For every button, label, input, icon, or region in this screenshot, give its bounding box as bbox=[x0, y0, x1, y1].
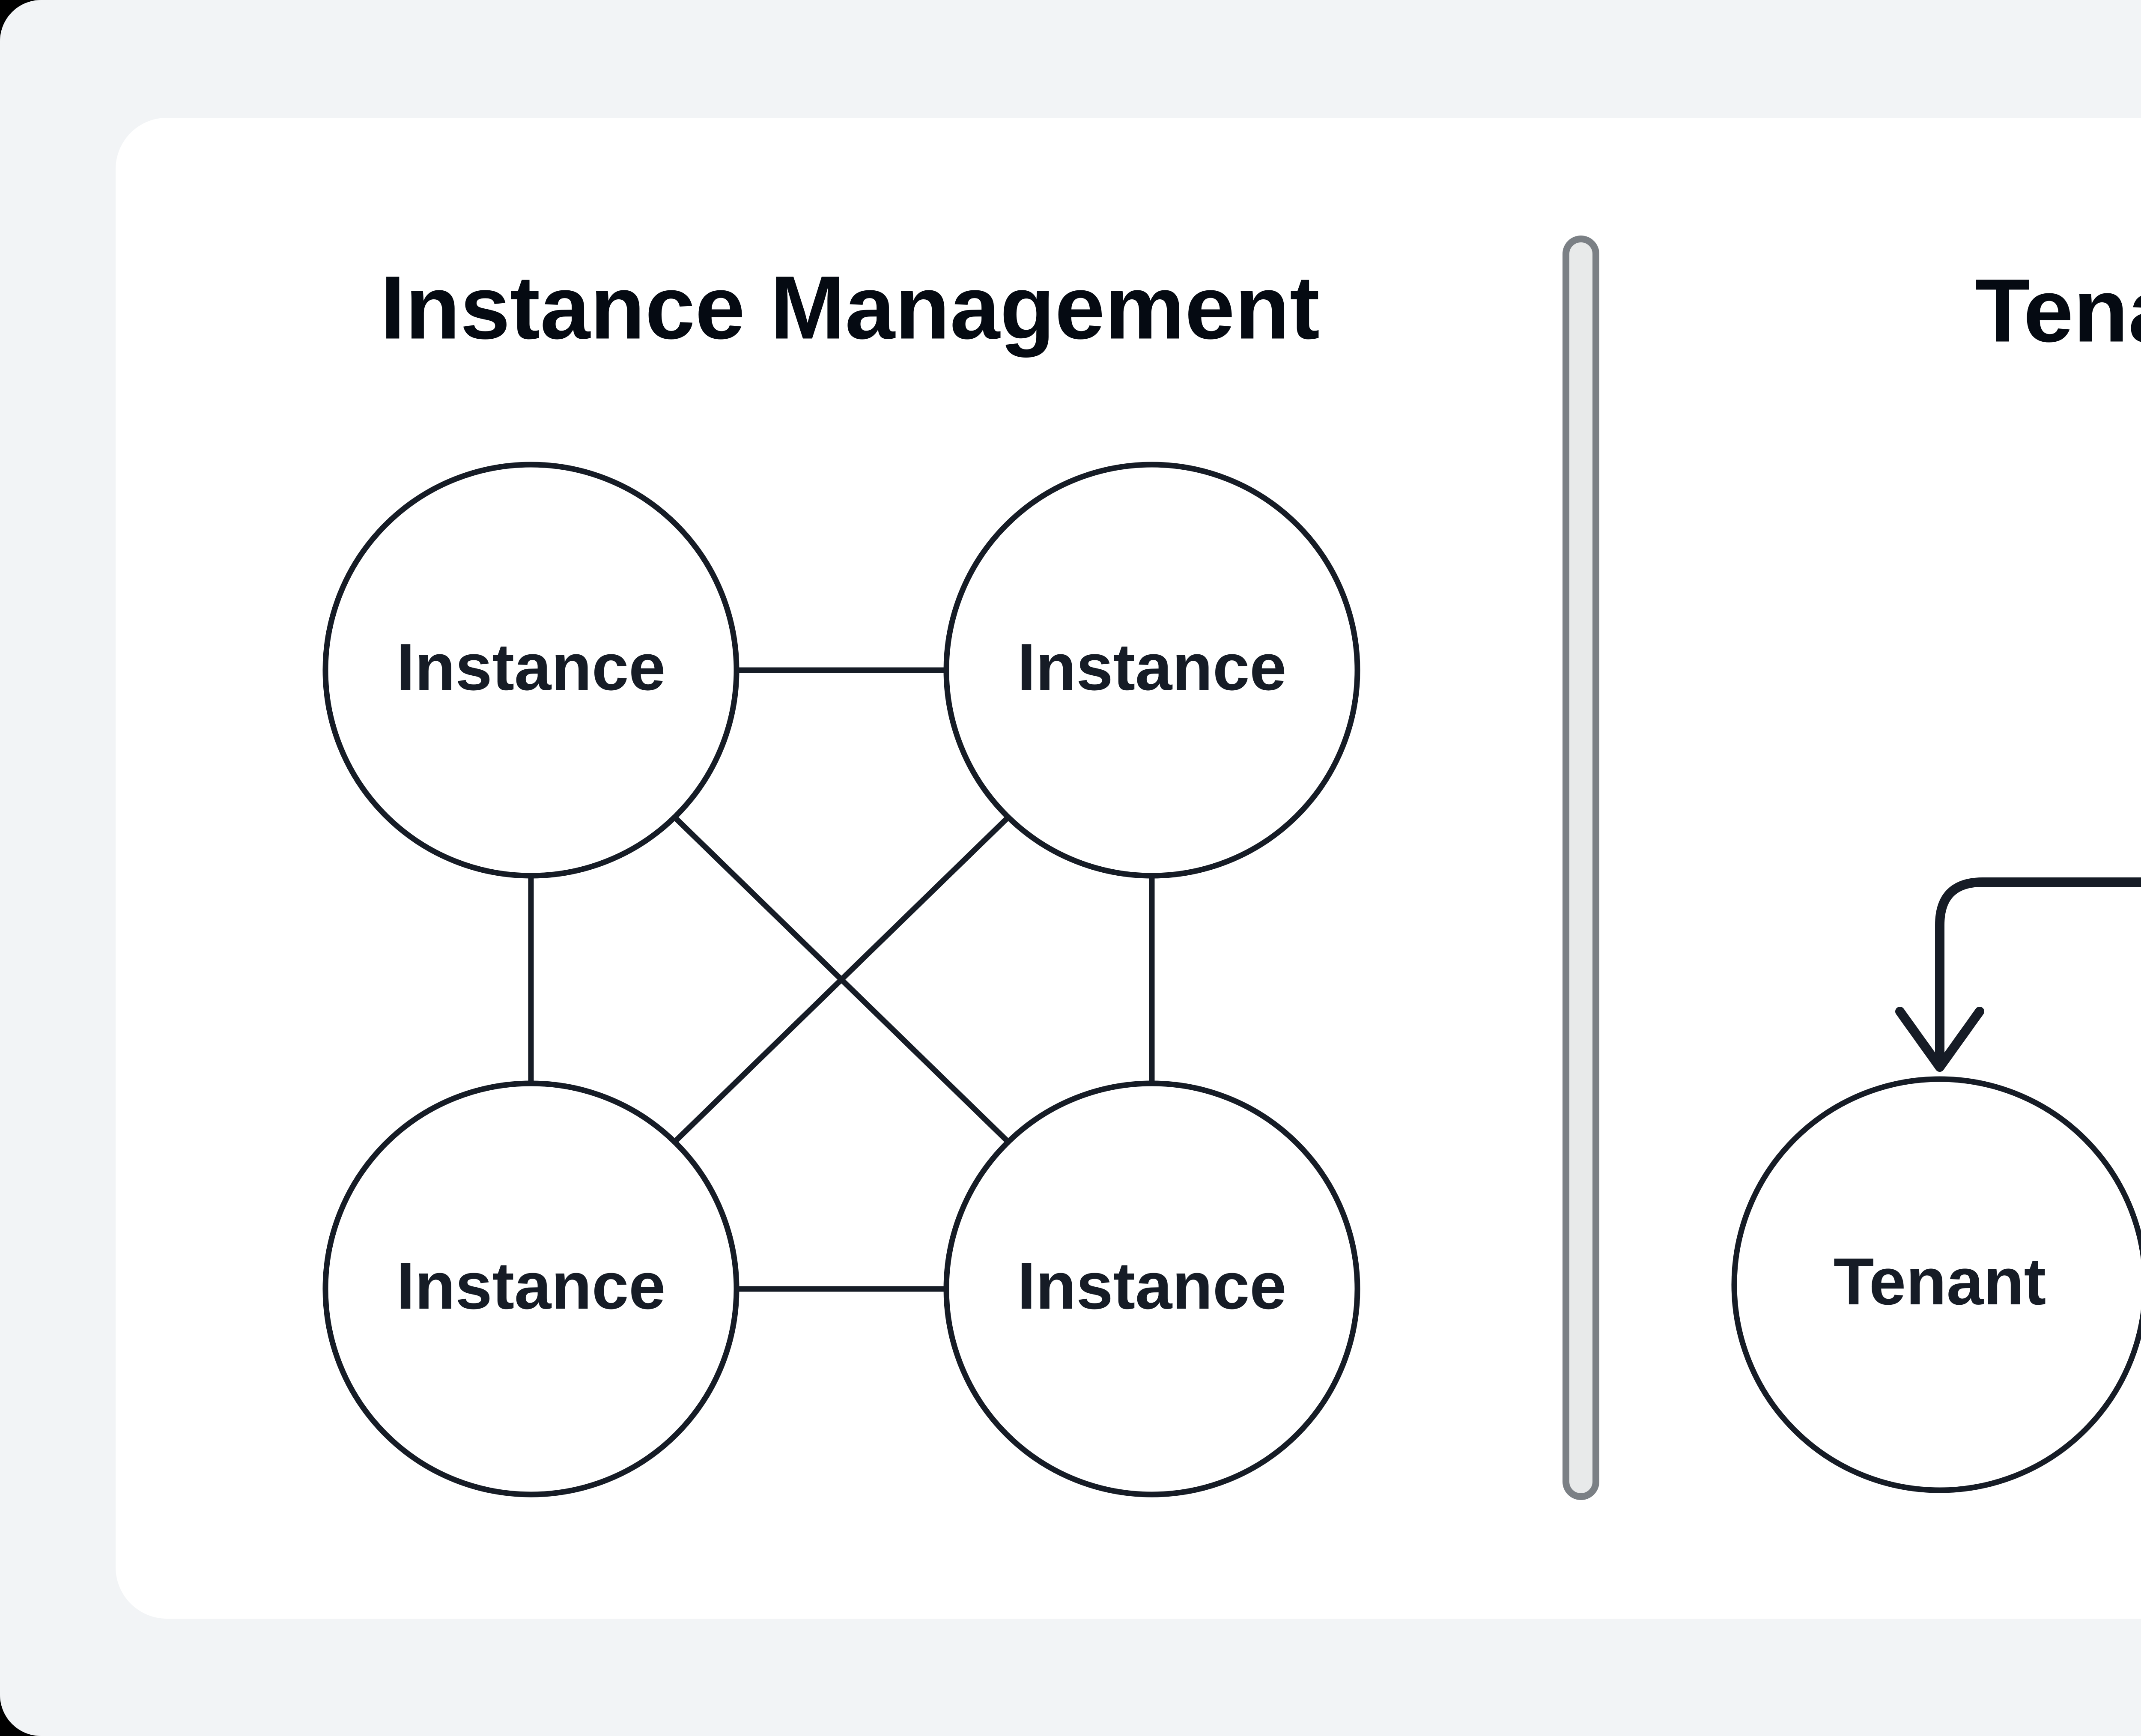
connector-branch-left bbox=[1935, 877, 2141, 1067]
instance-node-top-right[interactable]: Instance bbox=[943, 462, 1360, 879]
mesh-edge-diagonal-tr-bl bbox=[672, 815, 1011, 1144]
instance-node-label: Instance bbox=[397, 630, 666, 704]
instance-circle[interactable] bbox=[943, 462, 1360, 879]
panel-divider bbox=[1563, 236, 1599, 1500]
arrow-head-icon bbox=[1895, 1007, 1984, 1072]
instance-management-panel: Instance Management Instance Instance bbox=[322, 257, 1360, 1497]
tenant-node-label: Tenant bbox=[1834, 1244, 2046, 1318]
tenant-management-panel: Tenant Management Master bbox=[1731, 260, 2141, 1493]
instance-node-bottom-left[interactable]: Instance bbox=[322, 1080, 740, 1497]
tenant-panel-title: Tenant Management bbox=[1975, 260, 2141, 361]
instance-node-bottom-right[interactable]: Instance bbox=[943, 1080, 1360, 1497]
instance-node-label: Instance bbox=[1017, 630, 1287, 704]
tenant-node-1[interactable]: Tenant bbox=[1731, 1076, 2141, 1493]
tenant-arrowheads bbox=[1895, 1007, 1984, 1072]
instance-circle[interactable] bbox=[322, 1080, 740, 1497]
instance-panel-title: Instance Management bbox=[380, 257, 1320, 358]
instance-circle[interactable] bbox=[322, 462, 740, 879]
instance-node-label: Instance bbox=[1017, 1249, 1287, 1323]
instance-circle[interactable] bbox=[943, 1080, 1360, 1497]
instance-node-label: Instance bbox=[397, 1249, 666, 1323]
tenant-circle[interactable] bbox=[1731, 1076, 2141, 1493]
instance-mesh-edges bbox=[528, 667, 1155, 1292]
tenant-tree-connectors bbox=[1935, 877, 2141, 1067]
instance-node-top-left[interactable]: Instance bbox=[322, 462, 740, 879]
